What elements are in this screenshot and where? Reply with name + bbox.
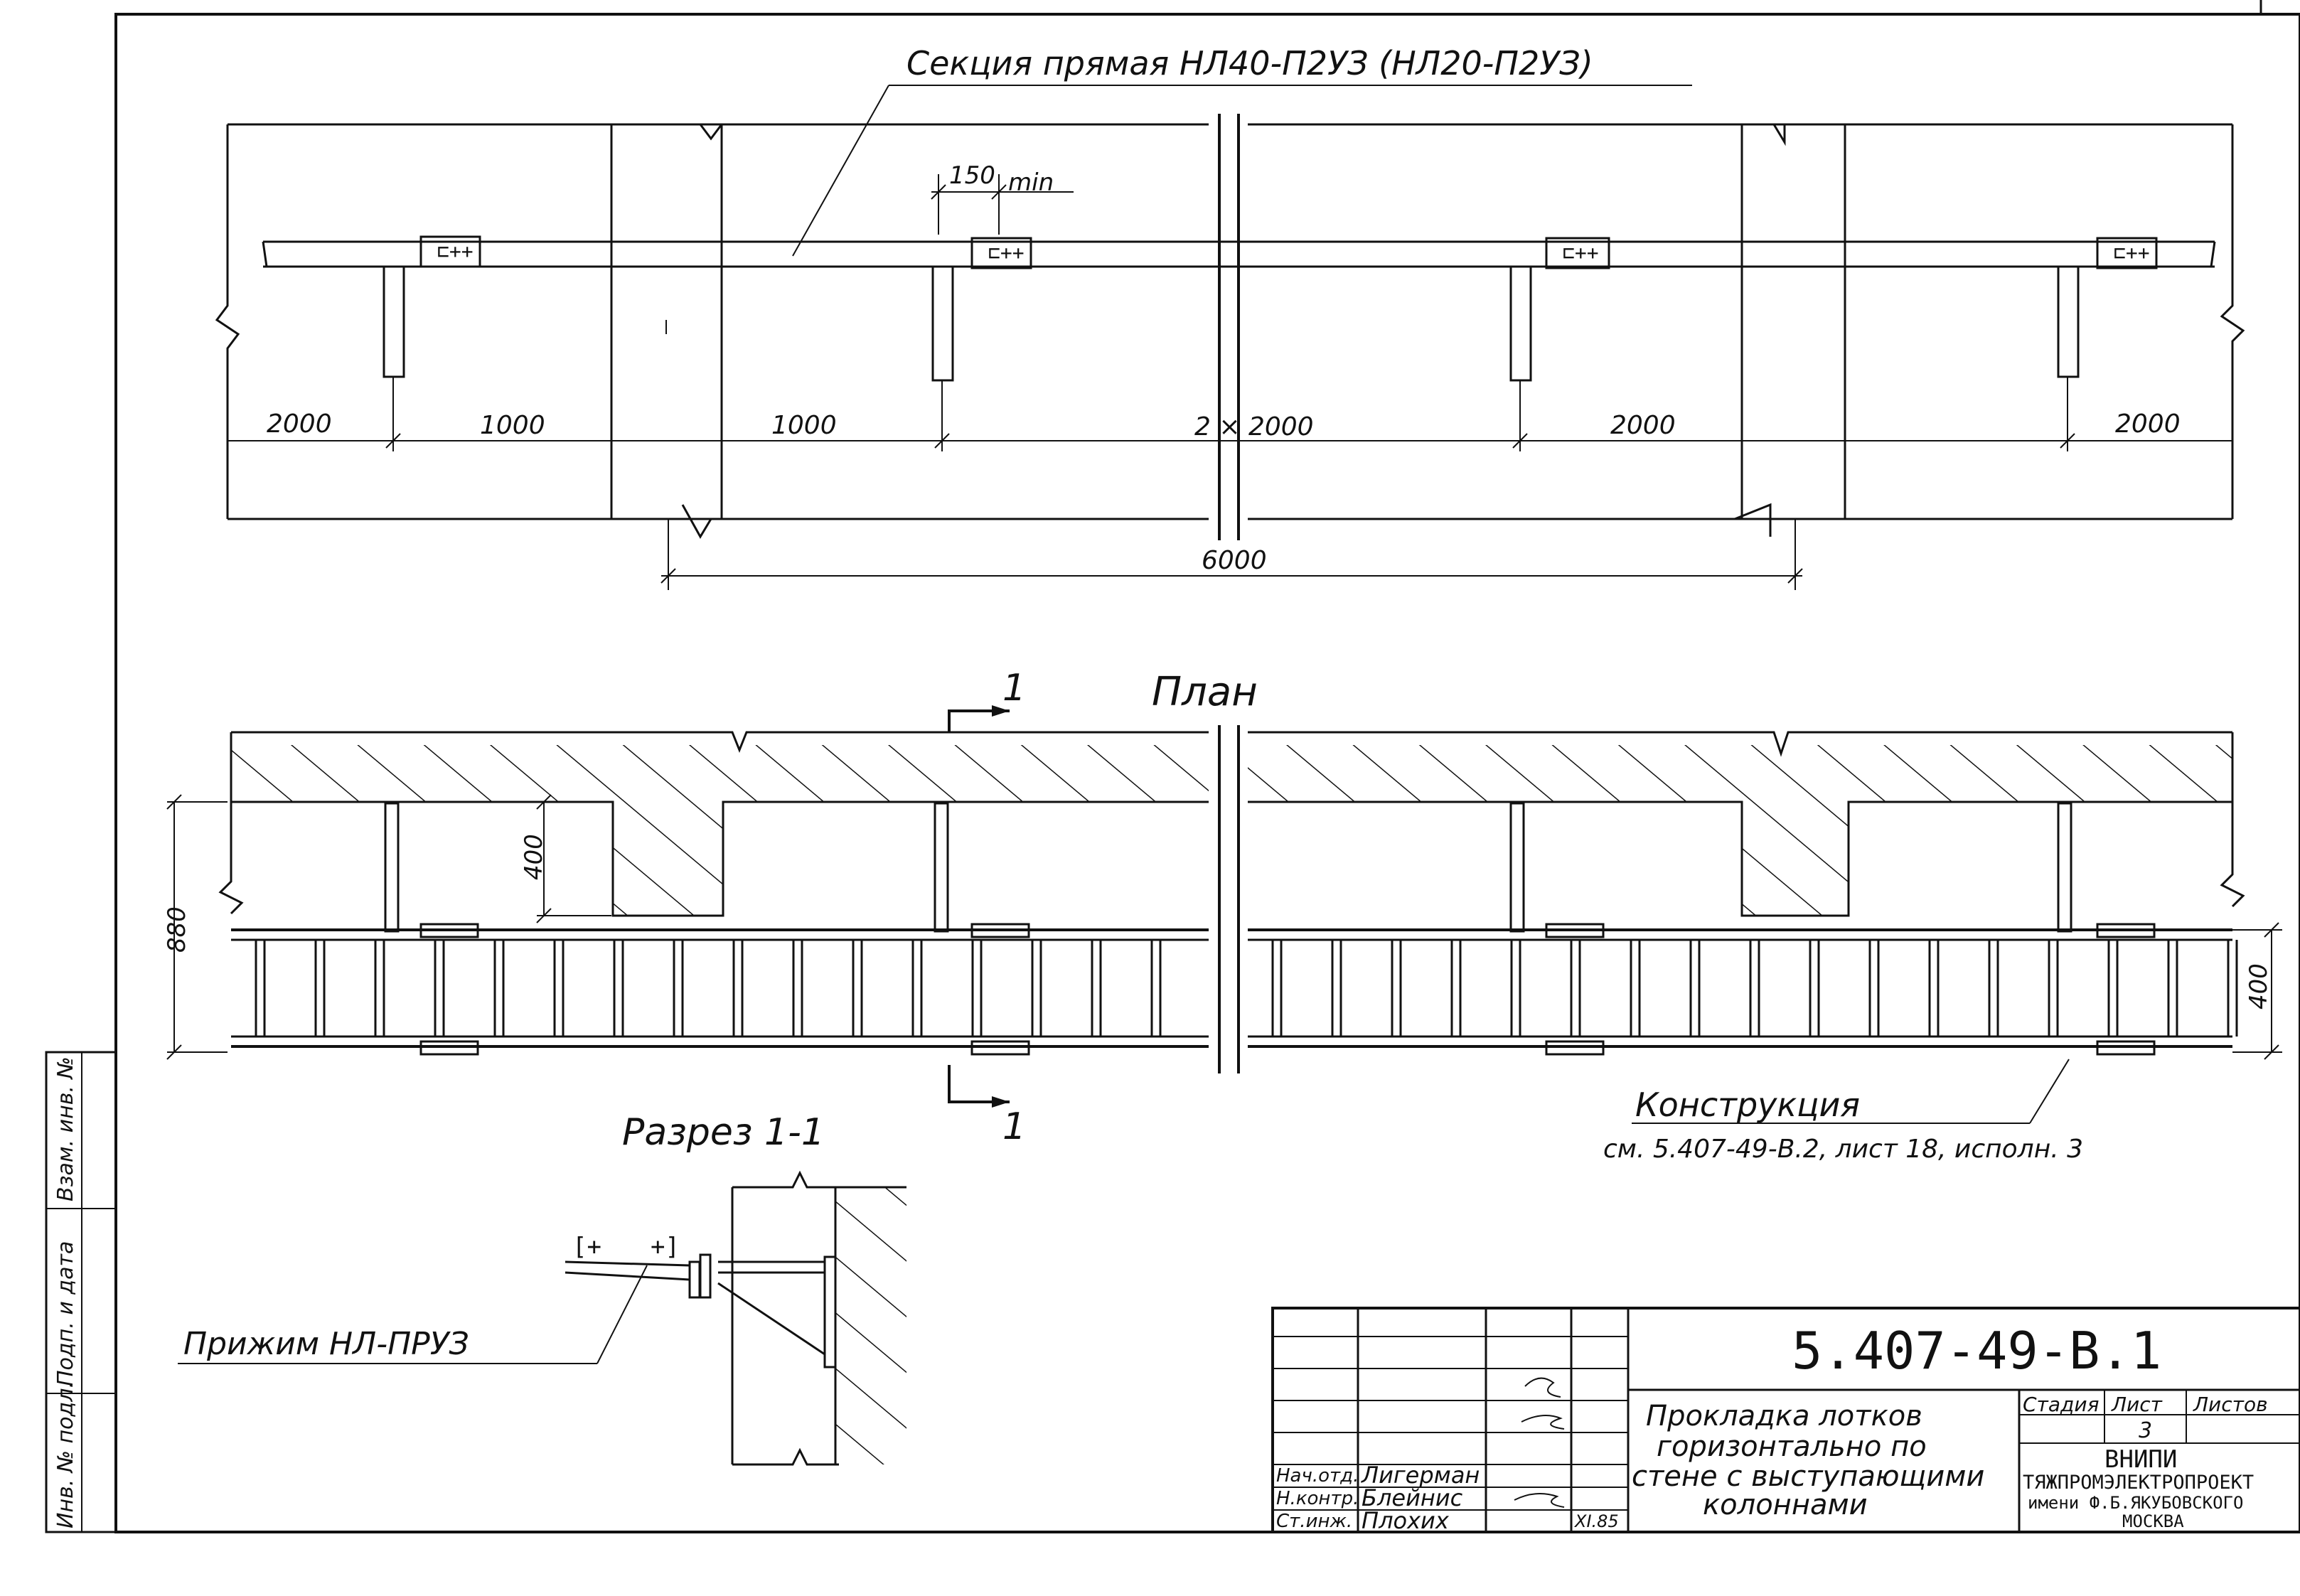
section-title: Секция прямая НЛ40-П2УЗ (НЛ20-П2УЗ)	[906, 44, 1593, 82]
dim-label: 1000	[771, 411, 837, 440]
svg-text:⊏++: ⊏++	[2114, 241, 2150, 264]
dim-label: 2 × 2000	[1194, 412, 1314, 441]
doc-title-line: колоннами	[1703, 1489, 1868, 1521]
plan-view	[166, 705, 2282, 1124]
doc-title-line: горизонтально по	[1657, 1430, 1927, 1463]
org-line: МОСКВА	[2122, 1511, 2184, 1531]
signature-role: Нач.отд.	[1276, 1465, 1359, 1487]
stamp-sign-date: Подп. и дата	[53, 1241, 78, 1386]
construction-label: Конструкция	[1635, 1086, 1860, 1124]
side-stamp	[45, 1051, 117, 1533]
head-stage: Стадия	[2023, 1393, 2099, 1416]
signature-date: XI.85	[1573, 1511, 1619, 1531]
sheet-number: 3	[2139, 1418, 2152, 1443]
cut-mark-top: 1	[1002, 667, 1026, 709]
dim-400-tray: 400	[2245, 963, 2273, 1009]
svg-text:+]: +]	[651, 1233, 680, 1261]
dim-label: 2000	[267, 409, 332, 439]
dim-min: min	[1008, 168, 1054, 197]
stamp-inv-no: Инв. № подл.	[53, 1381, 78, 1528]
sheet-frame	[114, 13, 2300, 1533]
section-view: [+ +]	[178, 1170, 906, 1466]
org-line: ВНИПИ	[2104, 1445, 2177, 1474]
org-line: имени Ф.Б.ЯКУБОВСКОГО	[2028, 1493, 2243, 1513]
section-title: Разрез 1-1	[622, 1111, 825, 1154]
dim-label: 1000	[480, 411, 545, 440]
construction-ref: см. 5.407-49-В.2, лист 18, исполн. 3	[1603, 1135, 2083, 1164]
svg-text:⊏++: ⊏++	[1563, 241, 1599, 264]
doc-number: 5.407-49-В.1	[1792, 1321, 2161, 1381]
svg-text:[+: [+	[572, 1233, 601, 1261]
dim-880: 880	[163, 906, 191, 953]
org-line: ТЯЖПРОМЭЛЕКТРОПРОЕКТ	[2023, 1472, 2254, 1494]
plan-title: План	[1152, 669, 1258, 715]
svg-text:⊏++: ⊏++	[437, 240, 474, 263]
dim-label: 2000	[2115, 409, 2181, 439]
doc-title-line: Прокладка лотков	[1646, 1400, 1922, 1432]
top-elevation: ⊏++ ⊏++ ⊏++ ⊏++	[215, 85, 2245, 590]
head-sheets: Листов	[2193, 1393, 2268, 1416]
clamp-label: Прижим НЛ-ПРУЗ	[183, 1326, 469, 1362]
dim-150: 150	[949, 161, 995, 190]
doc-title-line: стене с выступающими	[1632, 1460, 1984, 1493]
dim-label: 2000	[1610, 411, 1676, 440]
dim-400-column: 400	[520, 834, 548, 880]
signature-name: Плохих	[1362, 1507, 1450, 1534]
head-sheet: Лист	[2111, 1393, 2163, 1416]
stamp-replaced: Взам. инв. №	[53, 1056, 78, 1201]
signature-name: Лигерман	[1361, 1462, 1480, 1489]
title-block	[1271, 1307, 2300, 1533]
svg-text:⊏++: ⊏++	[988, 241, 1025, 264]
signature-role: Н.контр.	[1276, 1488, 1359, 1509]
signature-name: Блейнис	[1362, 1484, 1463, 1511]
dim-overall: 6000	[1202, 546, 1267, 575]
cut-mark-bottom: 1	[1002, 1105, 1026, 1148]
signature-role: Ст.инж.	[1276, 1511, 1352, 1532]
